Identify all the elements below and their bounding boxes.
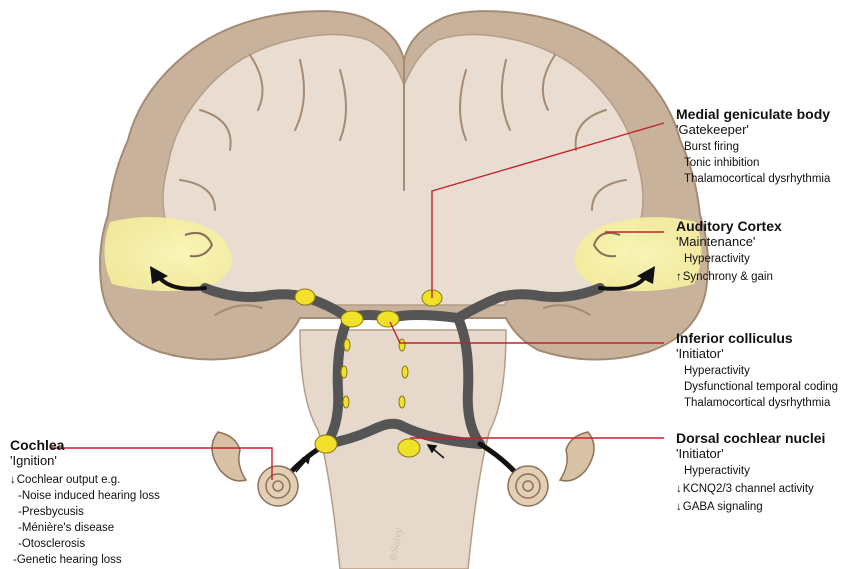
ic-title: Inferior colliculus (676, 330, 838, 346)
cochlea-label: Cochlea 'Ignition' Cochlear output e.g. … (10, 437, 160, 568)
auditory-cortex-label: Auditory Cortex 'Maintenance' Hyperactiv… (676, 218, 782, 285)
dcn-label: Dorsal cochlear nuclei 'Initiator' Hyper… (676, 430, 825, 515)
down-arrow-icon (676, 501, 683, 513)
mgb-label: Medial geniculate body 'Gatekeeper' Burs… (676, 106, 830, 187)
cochlea-item: Cochlear output e.g. (17, 474, 121, 486)
mgb-title: Medial geniculate body (676, 106, 830, 122)
down-arrow-icon (10, 474, 17, 486)
ic-role: 'Initiator' (676, 346, 838, 361)
down-arrow-icon (676, 483, 683, 495)
cochlea-right (508, 432, 594, 506)
mgb-item: Thalamocortical dysrhythmia (684, 171, 830, 187)
dcn-title: Dorsal cochlear nuclei (676, 430, 825, 446)
ic-item: Dysfunctional temporal coding (684, 379, 838, 395)
ic-item: Thalamocortical dysrhythmia (684, 395, 838, 411)
dcn-role: 'Initiator' (676, 446, 825, 461)
mgb-item: Tonic inhibition (684, 155, 830, 171)
dcn-item: Hyperactivity (684, 463, 825, 479)
ac-item: Synchrony & gain (683, 271, 773, 283)
cochlea-item: -Noise induced hearing loss (10, 488, 160, 504)
mgb-item: Burst firing (684, 139, 830, 155)
up-arrow-icon (676, 271, 683, 283)
ac-item: Hyperactivity (684, 251, 782, 267)
cochlea-item: -Ménière's disease (10, 520, 160, 536)
dcn-item: KCNQ2/3 channel activity (683, 483, 814, 495)
cochlea-role: 'Ignition' (10, 453, 160, 468)
cochlea-item: -Otosclerosis (10, 536, 160, 552)
ic-label: Inferior colliculus 'Initiator' Hyperact… (676, 330, 838, 411)
dcn-item: GABA signaling (683, 501, 763, 513)
cochlea-title: Cochlea (10, 437, 160, 453)
cochlea-item: -Presbycusis (10, 504, 160, 520)
cochlea-left (212, 432, 298, 506)
cochlea-item: -Genetic hearing loss (10, 552, 160, 568)
ic-item: Hyperactivity (684, 363, 838, 379)
ac-role: 'Maintenance' (676, 234, 782, 249)
mgb-role: 'Gatekeeper' (676, 122, 830, 137)
ac-title: Auditory Cortex (676, 218, 782, 234)
